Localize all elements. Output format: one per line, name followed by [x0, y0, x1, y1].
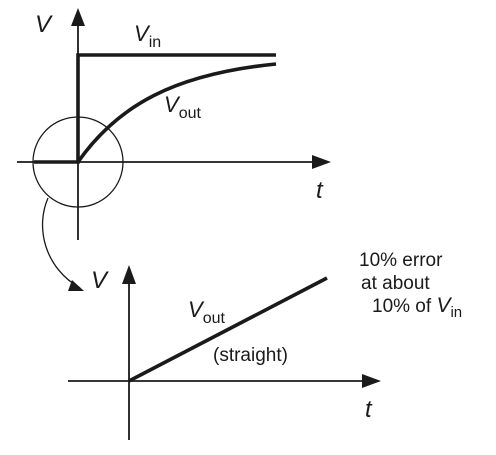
- bottom-x-axis-arrowhead: [362, 374, 381, 388]
- annotation-line-1: 10% error: [359, 250, 443, 271]
- top-x-axis-arrowhead: [312, 155, 331, 169]
- annotation-vin-sub: in: [450, 304, 462, 321]
- vout-label-sub: out: [179, 105, 202, 122]
- annotation-line-3: 10% of Vin: [372, 294, 462, 321]
- top-x-axis-label: t: [316, 177, 324, 204]
- bottom-plot: V t Vout (straight): [68, 265, 381, 440]
- zoom-circle: [32, 116, 124, 208]
- top-y-axis-label: V: [35, 11, 53, 38]
- annotation-vin-main: V: [436, 294, 452, 317]
- bottom-vout-label-main: V: [188, 297, 205, 322]
- bottom-y-axis-label: V: [91, 267, 109, 294]
- vin-label-sub: in: [149, 34, 161, 51]
- vout-label: Vout: [164, 92, 201, 122]
- vin-label: Vin: [134, 21, 161, 51]
- vin-label-main: V: [134, 21, 151, 46]
- vout-label-main: V: [164, 92, 181, 117]
- bottom-y-axis-arrowhead: [122, 265, 136, 284]
- annotation-line-3-prefix: 10% of: [372, 296, 436, 317]
- zoom-arrowhead: [68, 280, 84, 291]
- top-plot: V t Vin Vout: [17, 8, 331, 240]
- vout-linear-segment: [128, 276, 328, 383]
- bottom-vout-label: Vout: [188, 297, 225, 327]
- zoom-arrow: [41, 197, 81, 289]
- straight-note: (straight): [213, 345, 288, 366]
- error-annotation: 10% error at about 10% of Vin: [359, 250, 462, 321]
- vout-curve: [76, 62, 277, 164]
- bottom-vout-label-sub: out: [203, 310, 226, 327]
- vin-curve: [34, 53, 276, 164]
- annotation-line-2: at about: [361, 273, 430, 294]
- bottom-x-axis-label: t: [365, 396, 373, 423]
- top-y-axis-arrowhead: [71, 8, 85, 26]
